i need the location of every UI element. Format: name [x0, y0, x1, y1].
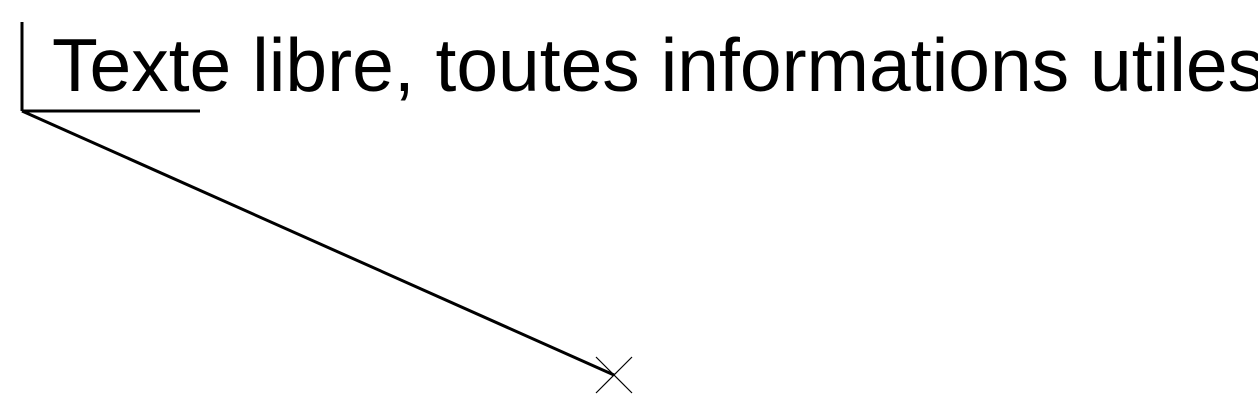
annotation-label: Texte libre, toutes informations utiles [52, 23, 1258, 107]
leader-line [21, 109, 615, 377]
x-mark-icon [595, 356, 633, 394]
